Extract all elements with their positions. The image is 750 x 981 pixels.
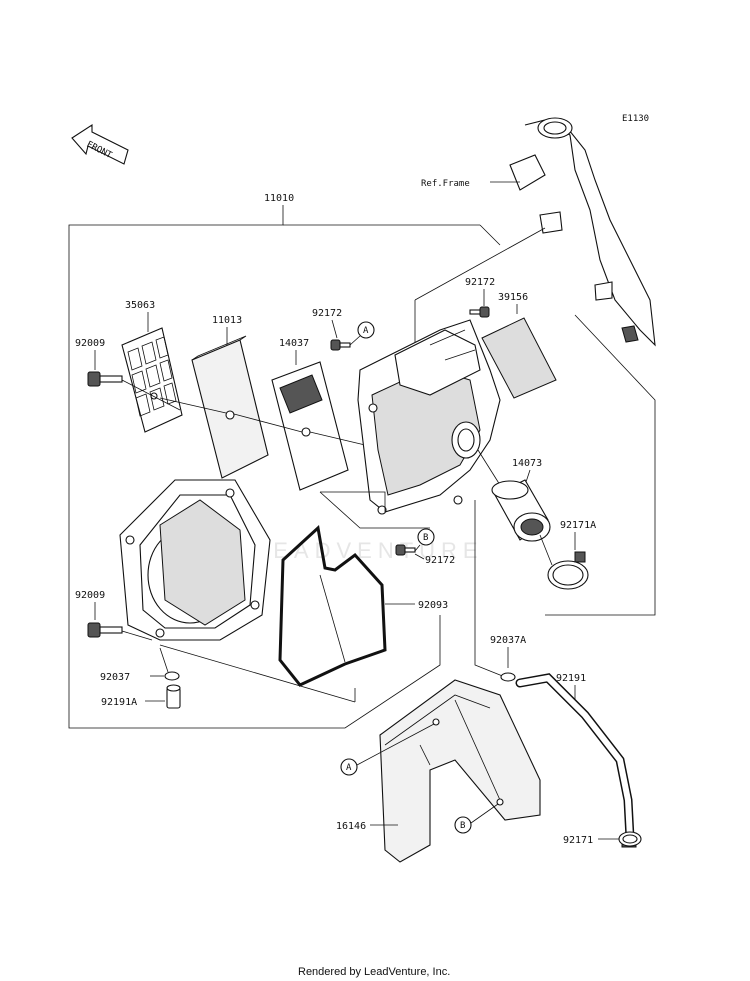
hose-92191: [515, 673, 637, 848]
callout-b-mid: [417, 528, 435, 546]
label-92171: 92171: [563, 835, 593, 846]
callout-b-mid-label: B: [423, 533, 428, 543]
label-14037: 14037: [279, 338, 309, 349]
label-92172-top: 92172: [312, 308, 342, 319]
frame-reference: [509, 117, 656, 347]
clamp-92171A: [547, 551, 589, 590]
label-92172-right: 92172: [465, 277, 495, 288]
callout-b-bot-label: B: [460, 821, 465, 831]
foam-seal-16146: [379, 679, 541, 863]
label-92037: 92037: [100, 672, 130, 683]
callout-a-bot-label: A: [346, 763, 352, 773]
label-92191A: 92191A: [101, 697, 137, 708]
label-16146: 16146: [336, 821, 366, 832]
clip-92037A: [500, 672, 516, 682]
screw-92172-top: [330, 339, 351, 351]
callout-a-top: [357, 321, 375, 339]
bolt-92009-bot: [87, 622, 123, 638]
mesh-plate-14037: [271, 361, 349, 491]
air-filter-case: [119, 479, 271, 641]
label-92171A: 92171A: [560, 520, 596, 531]
intake-boot-14073: [491, 479, 551, 542]
label-14073: 14073: [512, 458, 542, 469]
label-92009-top: 92009: [75, 338, 105, 349]
clamp-92171: [618, 831, 642, 847]
diagram-code: E1130: [622, 114, 649, 124]
label-35063: 35063: [125, 300, 155, 311]
callout-a-bot: [340, 758, 358, 776]
screw-92172-mid: [395, 544, 416, 556]
label-11013: 11013: [212, 315, 242, 326]
callout-b-bot: [454, 816, 472, 834]
filter-11013: [191, 335, 269, 479]
airbox-housing: [357, 319, 501, 515]
label-92191: 92191: [556, 673, 586, 684]
bolt-92009-top: [87, 371, 123, 387]
gasket-92093: [278, 525, 387, 687]
pad-39156: [481, 317, 557, 399]
ref-frame-label: Ref.Frame: [421, 179, 470, 189]
label-92093: 92093: [418, 600, 448, 611]
tube-92191A: [166, 684, 181, 709]
label-92037A: 92037A: [490, 635, 526, 646]
label-92172-mid: 92172: [425, 555, 455, 566]
screw-92172-right: [469, 306, 490, 318]
callout-a-top-label: A: [363, 326, 369, 336]
label-11010: 11010: [264, 193, 294, 204]
label-39156: 39156: [498, 292, 528, 303]
screen-35063: [121, 327, 183, 433]
front-arrow-icon: FRONT: [71, 123, 129, 165]
footer-credit: Rendered by LeadVenture, Inc.: [298, 966, 450, 978]
label-92009-bot: 92009: [75, 590, 105, 601]
clip-92037: [164, 671, 180, 681]
